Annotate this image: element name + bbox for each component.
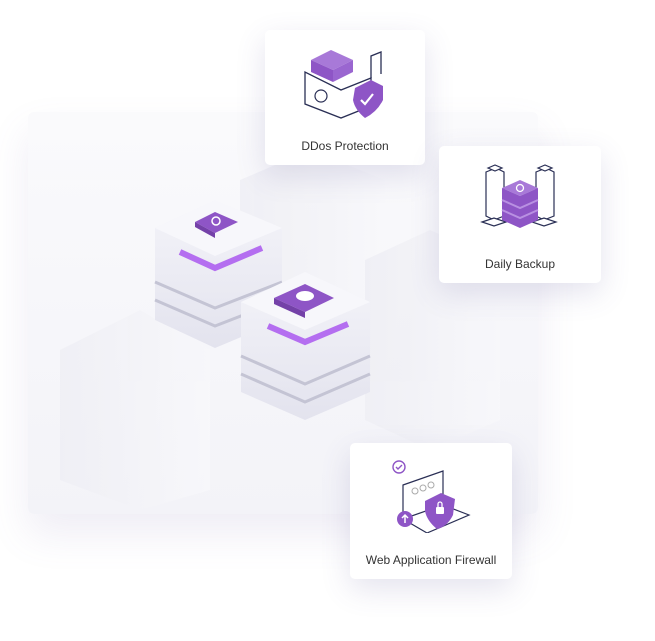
card-label: Web Application Firewall [365, 553, 497, 567]
backup-server-icon [480, 164, 558, 228]
feature-card-backup: Daily Backup [439, 146, 601, 283]
server-cloud [240, 272, 371, 420]
firewall-shield-icon [392, 460, 471, 533]
card-label: DDos Protection [301, 139, 389, 153]
feature-card-ddos: DDos Protection [265, 30, 425, 165]
ddos-shield-icon [304, 50, 383, 119]
card-label: Daily Backup [484, 257, 556, 271]
feature-card-firewall: Web Application Firewall [350, 443, 512, 579]
